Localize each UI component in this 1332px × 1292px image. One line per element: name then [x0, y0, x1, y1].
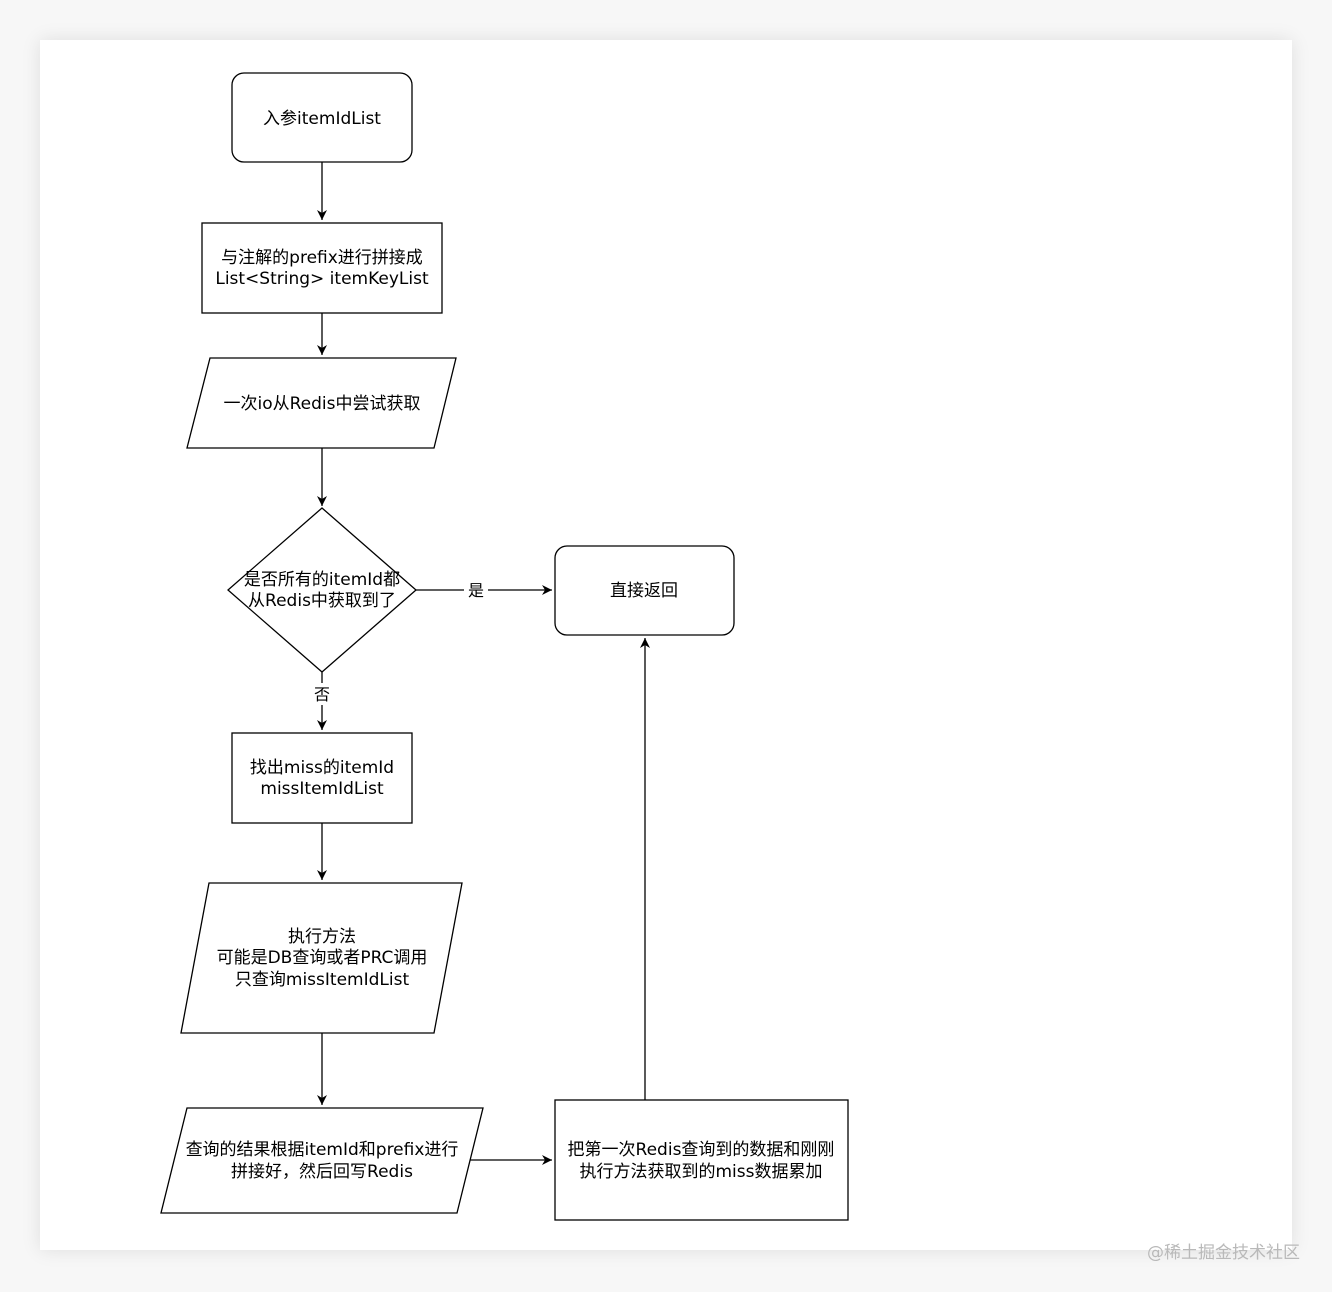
node-merge-data-line-1: 把第一次Redis查询到的数据和刚刚	[568, 1140, 835, 1160]
watermark-text: @稀土掘金技术社区	[1147, 1243, 1300, 1263]
node-execute-method-line-2: 可能是DB查询或者PRC调用	[217, 948, 428, 968]
node-execute-method: 执行方法 可能是DB查询或者PRC调用 只查询missItemIdList	[180, 882, 463, 1034]
node-write-back: 查询的结果根据itemId和prefix进行 拼接好，然后回写Redis	[160, 1107, 484, 1214]
node-concat-prefix-line-1: 与注解的prefix进行拼接成	[221, 248, 423, 268]
edge-label-yes: 是	[468, 581, 484, 600]
node-all-hit-check-line-2: 从Redis中获取到了	[248, 591, 396, 611]
node-find-miss: 找出miss的itemId missItemIdList	[231, 732, 413, 824]
no-label-bg	[311, 683, 333, 705]
node-write-back-line-1: 查询的结果根据itemId和prefix进行	[186, 1140, 459, 1160]
node-return-direct: 直接返回	[554, 545, 735, 636]
edge-label-no: 否	[314, 685, 330, 704]
yes-label-bg	[464, 579, 488, 601]
node-find-miss-line-2: missItemIdList	[260, 779, 384, 799]
node-input-line-1: 入参itemIdList	[263, 109, 381, 129]
node-input: 入参itemIdList	[231, 72, 413, 163]
node-return-direct-line-1: 直接返回	[610, 581, 678, 601]
node-execute-method-line-3: 只查询missItemIdList	[235, 970, 410, 990]
node-concat-prefix: 与注解的prefix进行拼接成 List<String> itemKeyList	[201, 222, 443, 314]
node-write-back-line-2: 拼接好，然后回写Redis	[231, 1162, 413, 1182]
edges	[317, 162, 650, 1165]
node-all-hit-check: 是否所有的itemId都 从Redis中获取到了	[227, 507, 417, 673]
node-all-hit-check-line-1: 是否所有的itemId都	[244, 570, 400, 590]
node-concat-prefix-line-2: List<String> itemKeyList	[215, 269, 429, 289]
node-merge-data: 把第一次Redis查询到的数据和刚刚 执行方法获取到的miss数据累加	[554, 1099, 849, 1221]
node-find-miss-line-1: 找出miss的itemId	[250, 758, 394, 778]
node-redis-fetch-line-1: 一次io从Redis中尝试获取	[223, 394, 420, 414]
node-redis-fetch: 一次io从Redis中尝试获取	[186, 357, 457, 449]
node-execute-method-line-1: 执行方法	[288, 927, 356, 947]
node-merge-data-line-2: 执行方法获取到的miss数据累加	[580, 1162, 823, 1182]
